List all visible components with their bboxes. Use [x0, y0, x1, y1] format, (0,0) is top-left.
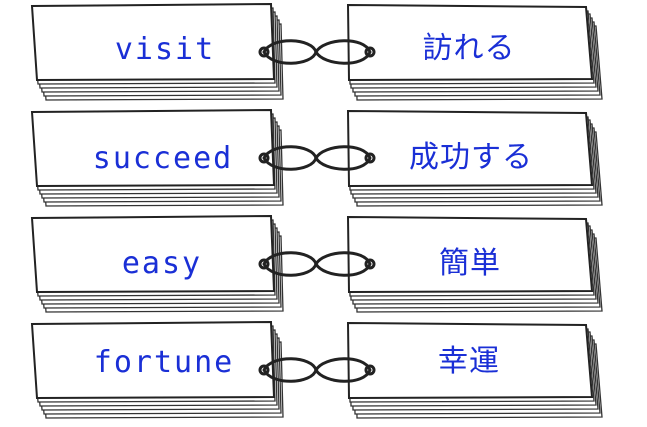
- japanese-word-2: 成功する: [409, 140, 533, 175]
- flashcard-pair-1: [30, 2, 603, 101]
- japanese-word-3: 簡単: [439, 246, 501, 281]
- japanese-card-3: [346, 215, 603, 313]
- binder-ring-1: [258, 39, 376, 65]
- japanese-word-4: 幸運: [438, 344, 500, 379]
- english-card-2: [30, 108, 284, 207]
- japanese-card-1: [346, 3, 603, 101]
- flashcard-pair-2: [30, 108, 603, 207]
- binder-ring-2: [258, 145, 376, 171]
- binder-ring-4: [258, 357, 376, 383]
- japanese-card-4: [346, 321, 603, 419]
- english-card-4: [30, 320, 284, 419]
- flashcard-pair-4: [30, 320, 603, 419]
- english-card-1: [30, 2, 284, 101]
- english-word-2: succeed: [92, 141, 234, 176]
- english-word-1: visit: [114, 32, 216, 67]
- english-word-4: fortune: [93, 345, 235, 380]
- japanese-card-2: [346, 109, 603, 207]
- english-card-3: [30, 214, 284, 313]
- binder-ring-3: [258, 251, 376, 277]
- english-word-3: easy: [121, 246, 203, 281]
- japanese-word-1: 訪れる: [422, 31, 516, 66]
- flashcard-pair-3: [30, 214, 603, 313]
